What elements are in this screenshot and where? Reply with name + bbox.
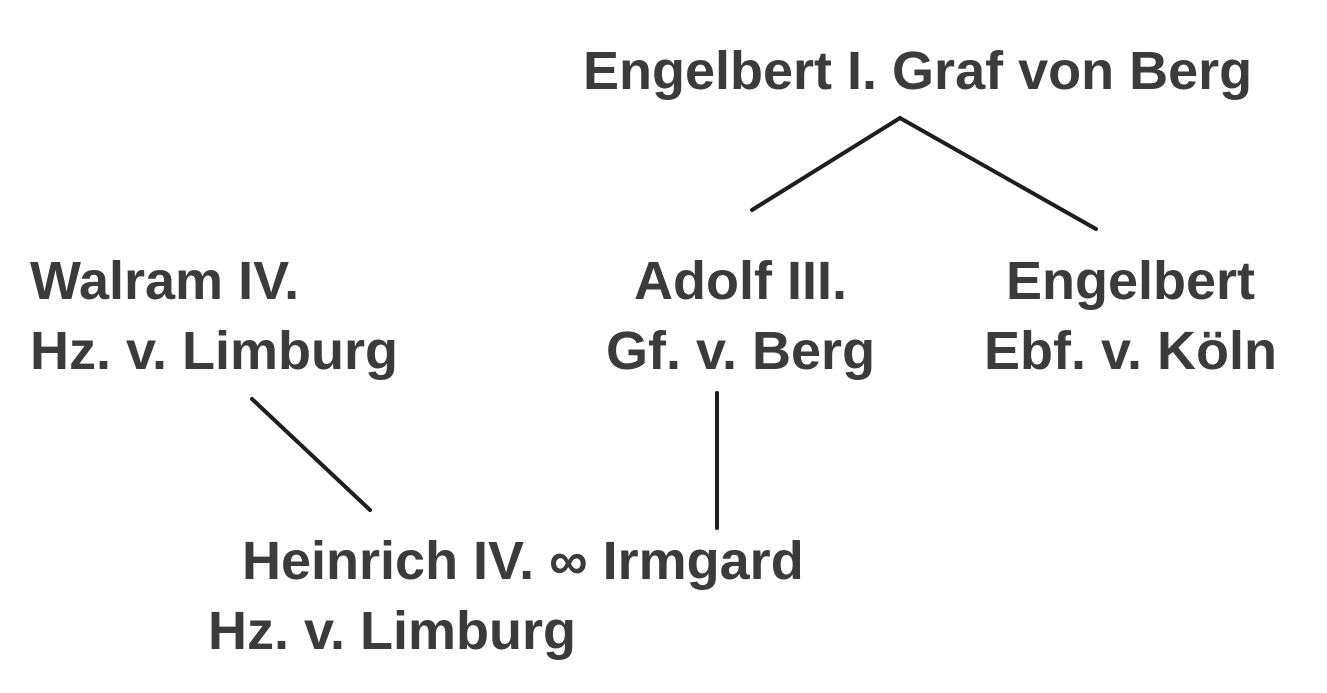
link-walram-to-heinrich (250, 397, 372, 512)
node-name: Walram IV. (30, 251, 300, 311)
node-title: Hz. v. Limburg (208, 601, 577, 661)
node-title: Gf. v. Berg (606, 321, 876, 381)
link-root-to-engelbert (898, 116, 1098, 231)
node-walram-iv: Walram IV. Hz. v. Limburg (30, 246, 398, 386)
node-adolf-iii: Adolf III. Gf. v. Berg (606, 246, 875, 386)
node-engelbert-ebf: Engelbert Ebf. v. Köln (984, 246, 1277, 386)
node-heinrich-iv-irmgard: Heinrich IV. ∞ Irmgard Hz. v. Limburg (208, 526, 804, 666)
node-title: Ebf. v. Köln (984, 321, 1277, 381)
node-name: Engelbert (1005, 251, 1256, 311)
node-engelbert-i-graf-von-berg: Engelbert I. Graf von Berg (583, 36, 1252, 106)
node-name: Engelbert I. Graf von Berg (583, 41, 1253, 101)
node-name: Adolf III. (634, 251, 848, 311)
node-title: Hz. v. Limburg (30, 321, 399, 381)
link-root-to-adolf (750, 116, 902, 212)
node-name: Heinrich IV. ∞ Irmgard (242, 531, 804, 591)
